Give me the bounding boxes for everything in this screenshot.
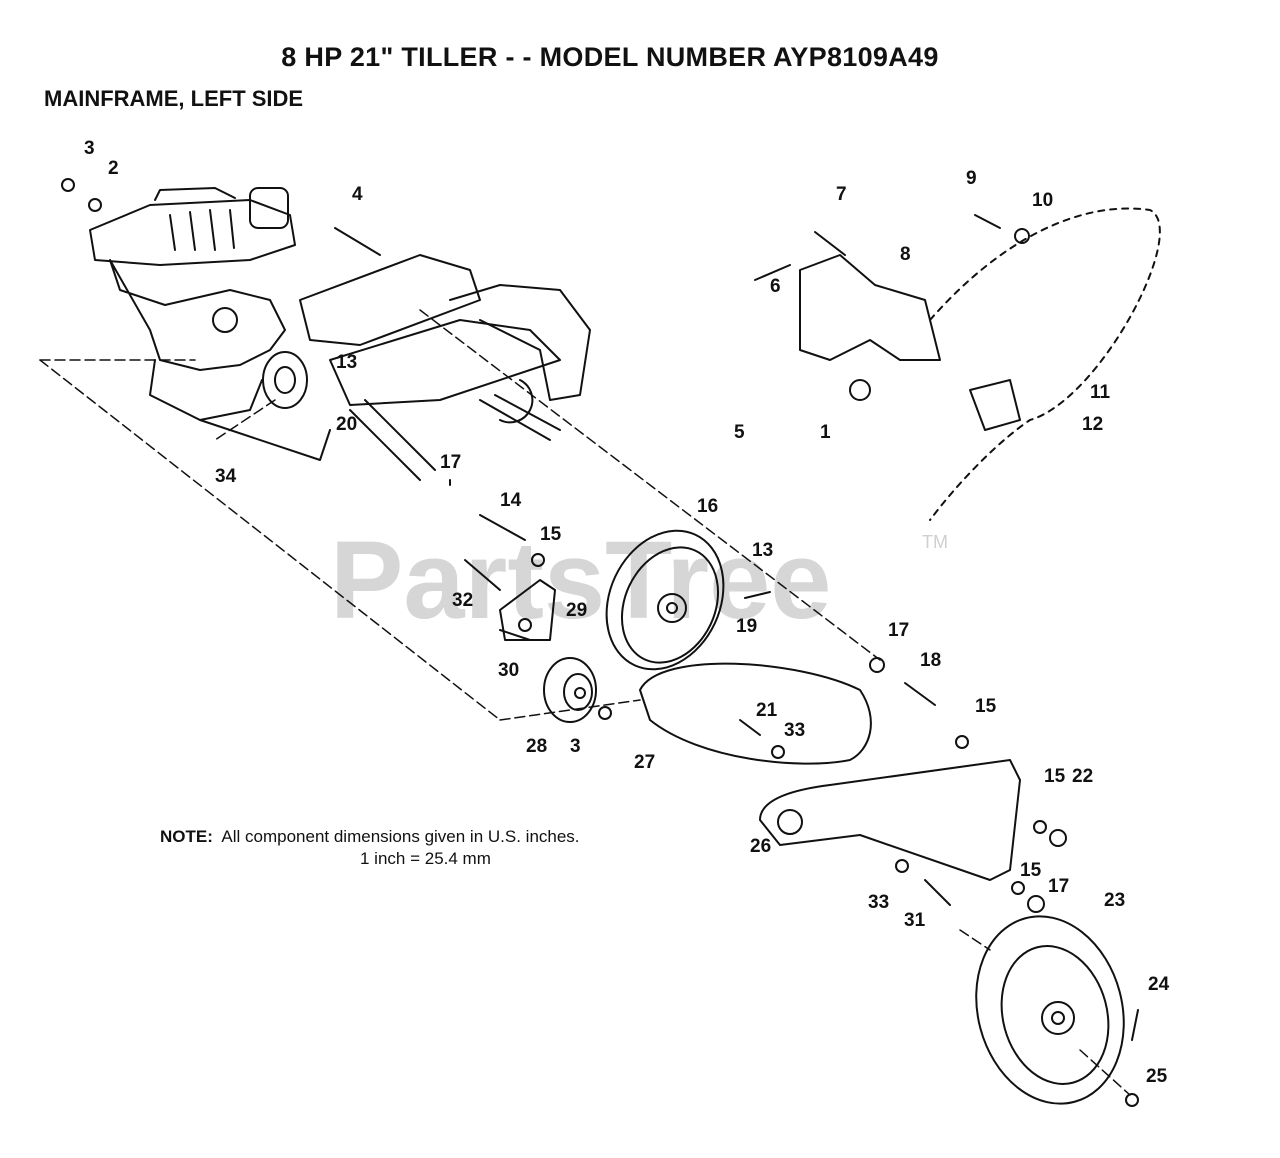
callout: 30 [498, 660, 519, 681]
callout: 24 [1148, 974, 1170, 995]
callout: 23 [1104, 890, 1125, 911]
watermark-trademark: TM [922, 532, 948, 552]
section-subtitle: MAINFRAME, LEFT SIDE [44, 86, 304, 111]
callout: 15 [1020, 860, 1042, 881]
callout: 15 [975, 696, 997, 717]
callout: 15 [1044, 766, 1066, 787]
callout-labels: 3 2 4 7 9 10 8 6 13 20 34 17 14 15 16 13… [84, 138, 1170, 1087]
callout: 29 [566, 600, 587, 621]
callout: 31 [904, 910, 926, 931]
callout: 9 [966, 168, 977, 189]
callout: 14 [500, 490, 522, 511]
callout: 12 [1082, 414, 1103, 435]
idler-pulley-illustration [543, 657, 597, 723]
note-line-1: All component dimensions given in U.S. i… [221, 827, 580, 846]
callout: 26 [750, 836, 771, 857]
engine-pulley-illustration [262, 351, 308, 409]
callout: 8 [900, 244, 911, 265]
callout: 18 [920, 650, 941, 671]
callout: 33 [784, 720, 805, 741]
callout: 13 [752, 540, 773, 561]
callout: 6 [770, 276, 781, 297]
callout: 27 [634, 752, 655, 773]
callout: 17 [888, 620, 909, 641]
belt-guard-illustration [759, 759, 1021, 881]
callout: 34 [215, 466, 237, 487]
callout: 5 [734, 422, 745, 443]
callout: 13 [336, 352, 357, 373]
assembly-guide-lines [39, 309, 1131, 1096]
tine-shield-illustration [799, 207, 1161, 521]
callout: 10 [1032, 190, 1053, 211]
callout: 7 [836, 184, 847, 205]
note-label: NOTE: [160, 827, 213, 846]
callout: 32 [452, 590, 473, 611]
callout: 4 [352, 184, 363, 205]
callout: 16 [697, 496, 718, 517]
callout: 20 [336, 414, 357, 435]
callout: 3 [570, 736, 581, 757]
callout: 22 [1072, 766, 1093, 787]
callout: 3 [84, 138, 95, 159]
note-line-2: 1 inch = 25.4 mm [360, 849, 491, 868]
callout: 17 [1048, 876, 1069, 897]
dimensions-note: NOTE: All component dimensions given in … [160, 826, 700, 870]
hardware-illustrations [61, 178, 1139, 1107]
callout: 17 [440, 452, 461, 473]
callout: 15 [540, 524, 562, 545]
callout: 33 [868, 892, 889, 913]
idler-bracket-illustration [499, 579, 556, 641]
wheel-illustration [975, 915, 1125, 1105]
large-pulley-illustration [605, 529, 725, 671]
watermark: PartsTree [330, 519, 831, 642]
callout: 2 [108, 158, 119, 179]
callout: 28 [526, 736, 547, 757]
callout: 19 [736, 616, 757, 637]
page-title: 8 HP 21" TILLER - - MODEL NUMBER AYP8109… [281, 42, 939, 72]
mainframe-illustration [199, 254, 591, 481]
drive-belt-illustration [639, 662, 872, 765]
callout: 11 [1090, 382, 1111, 403]
callout: 25 [1146, 1066, 1168, 1087]
callout: 21 [756, 700, 778, 721]
callout: 1 [820, 422, 831, 443]
